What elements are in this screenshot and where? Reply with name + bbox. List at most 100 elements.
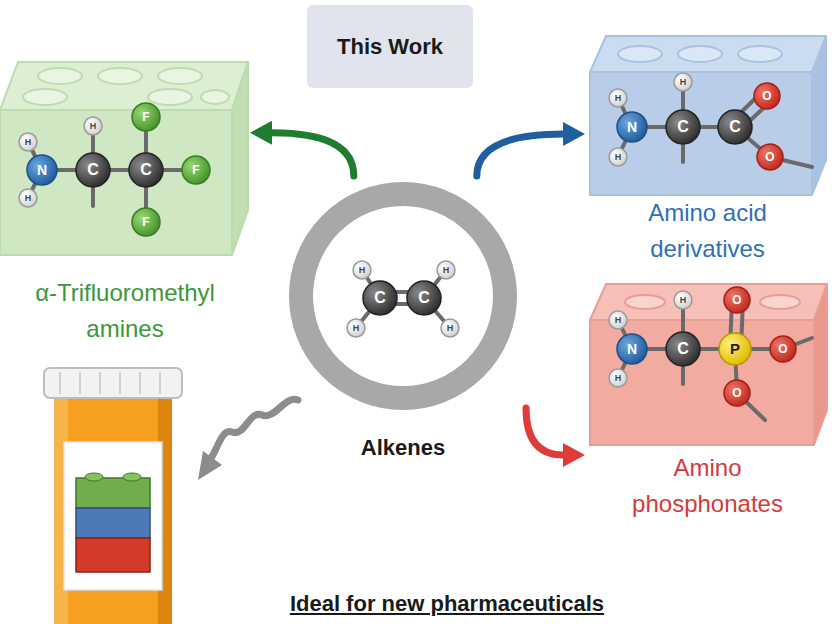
atom-symbol: C [720, 117, 750, 137]
node-text: Alkenes [303, 434, 503, 462]
reaction-arrow [477, 122, 585, 176]
atoms [132, 208, 160, 236]
atom-symbol: O [752, 86, 782, 106]
atom-symbol: N [27, 160, 57, 180]
atom-symbol: H [341, 318, 371, 338]
pill-bottle [64, 442, 162, 590]
lego-block-green [98, 68, 142, 84]
lego-block-green [158, 68, 202, 84]
arrow-head [250, 121, 272, 145]
atom-symbol: O [755, 147, 785, 167]
pill-bottle [123, 473, 141, 481]
atom-symbol: C [409, 288, 439, 308]
atom-symbol: F [131, 107, 161, 127]
atoms [718, 110, 752, 144]
arrow-line [477, 134, 563, 176]
atom-symbol: H [435, 318, 465, 338]
atoms [719, 333, 751, 365]
atom-symbol: O [722, 290, 752, 310]
atom-symbol: H [668, 72, 698, 92]
lego-block-red [590, 320, 814, 445]
lego-block-blue [678, 46, 722, 62]
atoms [76, 153, 110, 187]
node-text: Amino acid derivatives [608, 195, 808, 267]
lego-block-blue [618, 46, 662, 62]
pill-bottle [159, 372, 161, 394]
lego-block-red [814, 284, 827, 445]
atom-symbol: H [431, 260, 461, 280]
atoms [132, 103, 160, 131]
lego-block-blue [590, 36, 826, 72]
lego-block-blue [812, 36, 826, 195]
atom-symbol: H [603, 368, 633, 388]
atom-symbol: H [13, 188, 43, 208]
atoms [617, 112, 647, 142]
pill-bottle [79, 372, 81, 394]
lego-block-green [201, 90, 229, 104]
product-block: Amino phosphonates [585, 280, 830, 530]
atom-symbol: H [603, 310, 633, 330]
atom-symbol: H [347, 260, 377, 280]
pill-bottle [59, 372, 61, 394]
alkene-ring: Alkenes [280, 176, 526, 466]
atom-symbol: C [78, 160, 108, 180]
lego-block-green [23, 89, 67, 105]
atoms [27, 155, 57, 185]
pill-bottle [44, 368, 182, 624]
product-block: α-Trifluoromethyl amines [0, 60, 250, 351]
pill-bottle [44, 368, 182, 398]
lego-block-blue [590, 72, 812, 195]
alkene-ring [301, 194, 505, 398]
atoms [666, 332, 700, 366]
lego-block-red [760, 295, 800, 309]
atoms [407, 281, 441, 315]
lego-block-red [590, 284, 827, 445]
atom-symbol: F [181, 160, 211, 180]
atom-symbol: C [668, 339, 698, 359]
atoms [182, 156, 210, 184]
atom-symbol: C [365, 288, 395, 308]
wavy-arrow [198, 451, 222, 480]
node-text: This Work [315, 33, 465, 61]
atoms [363, 281, 397, 315]
lego-block-green [0, 62, 248, 110]
pill-bottle [76, 538, 150, 572]
lego-block-green [38, 68, 82, 84]
atom-symbol: N [617, 339, 647, 359]
node-text: α-Trifluoromethyl amines [5, 275, 245, 347]
arrow-line [272, 133, 354, 176]
atoms [666, 110, 700, 144]
atoms [129, 153, 163, 187]
lego-block-blue [738, 46, 782, 62]
wavy-arrow [210, 399, 298, 460]
atom-symbol: C [668, 117, 698, 137]
reaction-arrow [526, 408, 585, 467]
atom-symbol: O [722, 383, 752, 403]
node-text: Amino phosphonates [608, 450, 808, 522]
atoms [617, 334, 647, 364]
bonds [28, 82, 812, 420]
lego-block-green [232, 62, 248, 255]
pill-bottle [139, 372, 141, 394]
pill-bottle [99, 372, 101, 394]
footer-note: Ideal for new pharmaceuticals [227, 590, 667, 618]
pill-bottle [85, 473, 103, 481]
atom-symbol: H [668, 290, 698, 310]
atom-symbol: H [603, 147, 633, 167]
arrow-head [563, 443, 585, 467]
lego-block-blue [590, 36, 826, 195]
atom-symbol: O [768, 339, 798, 359]
atom-symbol: H [78, 116, 108, 136]
pill-bottle [119, 372, 121, 394]
pill-bottle [54, 396, 172, 624]
lego-block-green [0, 110, 232, 255]
atom-symbol: N [617, 117, 647, 137]
atom-symbol: H [603, 88, 633, 108]
pill-bottle [76, 478, 150, 508]
pill-bottle [76, 508, 150, 538]
atom-symbol: P [720, 339, 750, 359]
lego-block-green [0, 62, 248, 255]
